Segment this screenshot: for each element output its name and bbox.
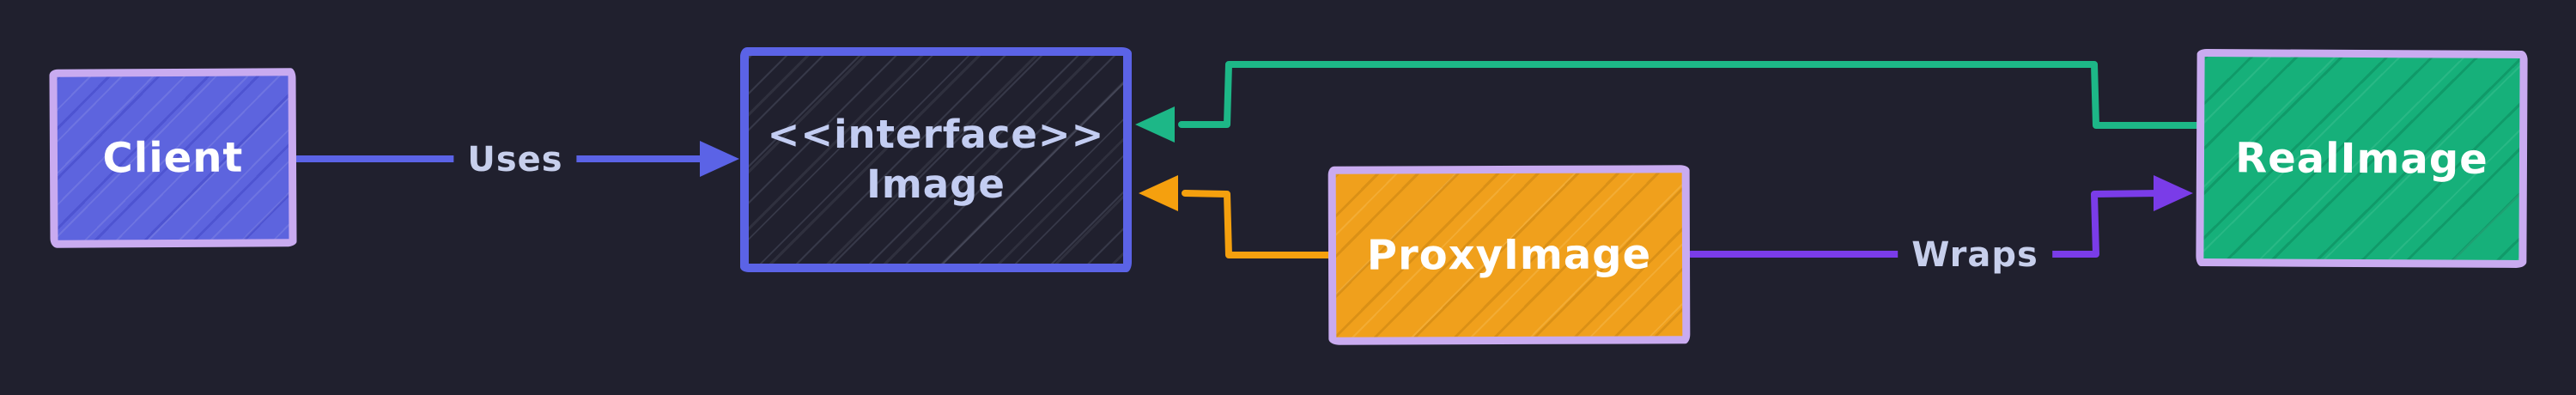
client-node[interactable]: Client [49,68,297,248]
uses-edge-label[interactable]: Uses [453,138,577,181]
interface-stereotype: <<interface>> [767,112,1105,158]
real-implements-arrow-line[interactable] [1178,61,2200,129]
real-implements-arrowhead-icon [1135,106,1175,143]
real-image-node[interactable]: RealImage [2196,48,2528,269]
edge-proxy-implements[interactable] [1139,175,1334,258]
proxy-image-node-label: ProxyImage [1366,230,1652,280]
interface-node[interactable]: <<interface>> Image [740,47,1132,272]
wraps-edge-label[interactable]: Wraps [1898,234,2052,276]
edge-real-implements[interactable] [1135,61,2200,143]
interface-node-label: Image [866,161,1005,207]
proxy-image-node[interactable]: ProxyImage [1327,165,1691,345]
proxy-implements-arrowhead-icon [1139,175,1178,211]
edge-wraps[interactable] [1687,175,2193,258]
client-node-label: Client [102,133,244,183]
uses-arrowhead-icon [700,141,739,177]
wraps-arrowhead-icon [2154,175,2193,211]
proxy-implements-arrow-line[interactable] [1182,190,1334,258]
wraps-arrow-line[interactable] [1687,190,2164,258]
real-image-node-label: RealImage [2235,133,2488,184]
